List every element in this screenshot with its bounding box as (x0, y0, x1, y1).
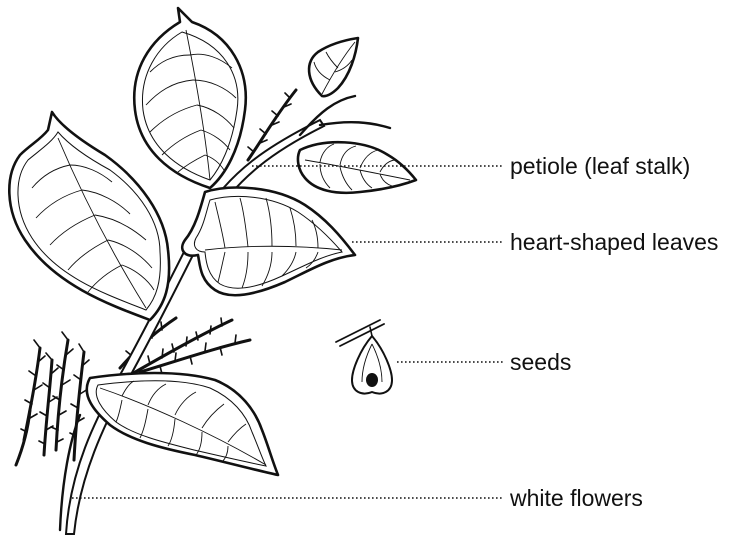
seed-illustration (336, 320, 392, 394)
leaf-middle (182, 188, 355, 296)
leaf-top-center (134, 8, 246, 188)
leaf-right-small (298, 142, 416, 193)
label-heart-shaped-leaves: heart-shaped leaves (510, 229, 718, 255)
label-white-flowers: white flowers (509, 485, 643, 511)
flower-spikes-left (16, 332, 89, 465)
leaf-top-right-small (309, 38, 358, 96)
leaf-bottom (87, 373, 278, 475)
label-seeds: seeds (510, 349, 571, 375)
label-petiole: petiole (leaf stalk) (510, 153, 690, 179)
